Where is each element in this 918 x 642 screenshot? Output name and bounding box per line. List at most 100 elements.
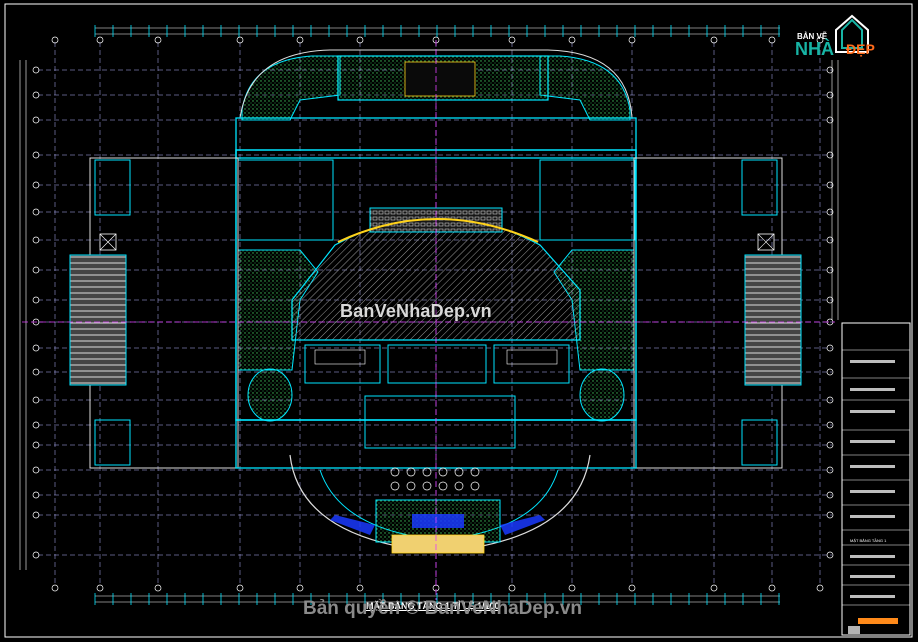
logo-text-main: NHÀ [795,39,834,59]
lobby-table [470,481,480,491]
grid-bubble [768,584,776,592]
drawing-caption: MẶT BẰNG TẦNG 1 TỈ LỆ 1/100 [366,601,500,611]
grid-bubble [826,421,834,429]
grid-bubble [628,36,636,44]
grid-bubble [826,491,834,499]
title-block-text-bar [850,440,895,443]
title-block-text-bar [850,515,895,518]
title-block [841,322,911,636]
grid-bubble [51,36,59,44]
grid-bubble [32,208,40,216]
landscape-top-left [241,55,341,121]
grid-bubble [32,91,40,99]
grid-bubble [32,511,40,519]
grid-bubble [710,36,718,44]
title-block-text-bar [850,465,895,468]
grid-bubble [826,551,834,559]
grid-bubble [826,266,834,274]
grid-bubble [826,466,834,474]
title-block-sheet-label: MẶT BẰNG TẦNG 1 [850,538,887,543]
grid-bubble [826,344,834,352]
grid-bubble [96,36,104,44]
grid-bubble [826,368,834,376]
grid-bubble [32,396,40,404]
grid-bubble [154,36,162,44]
grid-bubble [816,584,824,592]
grid-bubble [51,584,59,592]
grid-bubble [826,511,834,519]
grid-bubble [508,584,516,592]
lobby-table [422,467,432,477]
grid-bubble [32,491,40,499]
grid-bubble [236,584,244,592]
grid-bubble [32,66,40,74]
watermark-bottom: Bản quyền © BanVeNhaDep.vn [303,598,583,619]
grid-bubble [154,584,162,592]
grid-bubble [826,66,834,74]
stair-east [744,254,802,386]
stage-arc-accent [337,218,539,243]
title-block-text-bar [850,575,895,578]
logo-text-accent: ĐẸP [846,41,875,57]
grid-bubble [826,208,834,216]
grid-bubble [826,151,834,159]
lobby-table [438,481,448,491]
grid-bubble [628,584,636,592]
rooms-left-upper [237,159,334,241]
grid-bubble [826,236,834,244]
grid-bubble [816,36,824,44]
grid-bubble [32,181,40,189]
lobby-table [390,481,400,491]
rooms-right-upper [539,159,636,241]
sheet-border [4,3,913,638]
lobby-table [422,481,432,491]
garden-oval-right [579,368,625,422]
title-block-text-bar [850,490,895,493]
lobby-furniture [390,467,480,491]
lobby-table [438,467,448,477]
grid-bubble [356,584,364,592]
grid-bubble [568,584,576,592]
title-block-text-bar [850,410,895,413]
watermark-center: BanVeNhaDep.vn [340,301,492,321]
grid-bubble [32,296,40,304]
garden-oval-left [247,368,293,422]
outer-arc-top [239,49,633,119]
grid-bubble [508,36,516,44]
stair-west [69,254,127,386]
grid-bubble [32,466,40,474]
dimension-lines [19,25,839,605]
title-block-text-bar [850,555,895,558]
entrance-steps [391,534,485,554]
title-block-text-bar [850,595,895,598]
title-block-text-bar [850,388,895,391]
grid-bubble [710,584,718,592]
grid-bubble [32,441,40,449]
grid-bubble [32,236,40,244]
grid-bubble [826,396,834,404]
grid-bubble [32,368,40,376]
logo-icon [835,14,869,53]
grid-bubble [32,344,40,352]
grid-bubble [356,36,364,44]
logo-text-top: BẢN VẼ [797,32,828,41]
grid-bubble [826,296,834,304]
grid-bubble [768,36,776,44]
grid-bubble [568,36,576,44]
lobby-table [454,481,464,491]
grid-bubble [32,151,40,159]
grid-bubble [826,116,834,124]
grid-bubble [826,441,834,449]
title-block-rows [842,349,910,606]
lobby-table [406,481,416,491]
grid-bubble [32,551,40,559]
lobby-table [406,467,416,477]
grid-bubble [236,36,244,44]
lobby-table [470,467,480,477]
grid-bubble [32,421,40,429]
grid-bubble [826,91,834,99]
grid-bubble [296,584,304,592]
grid-bubble [32,116,40,124]
